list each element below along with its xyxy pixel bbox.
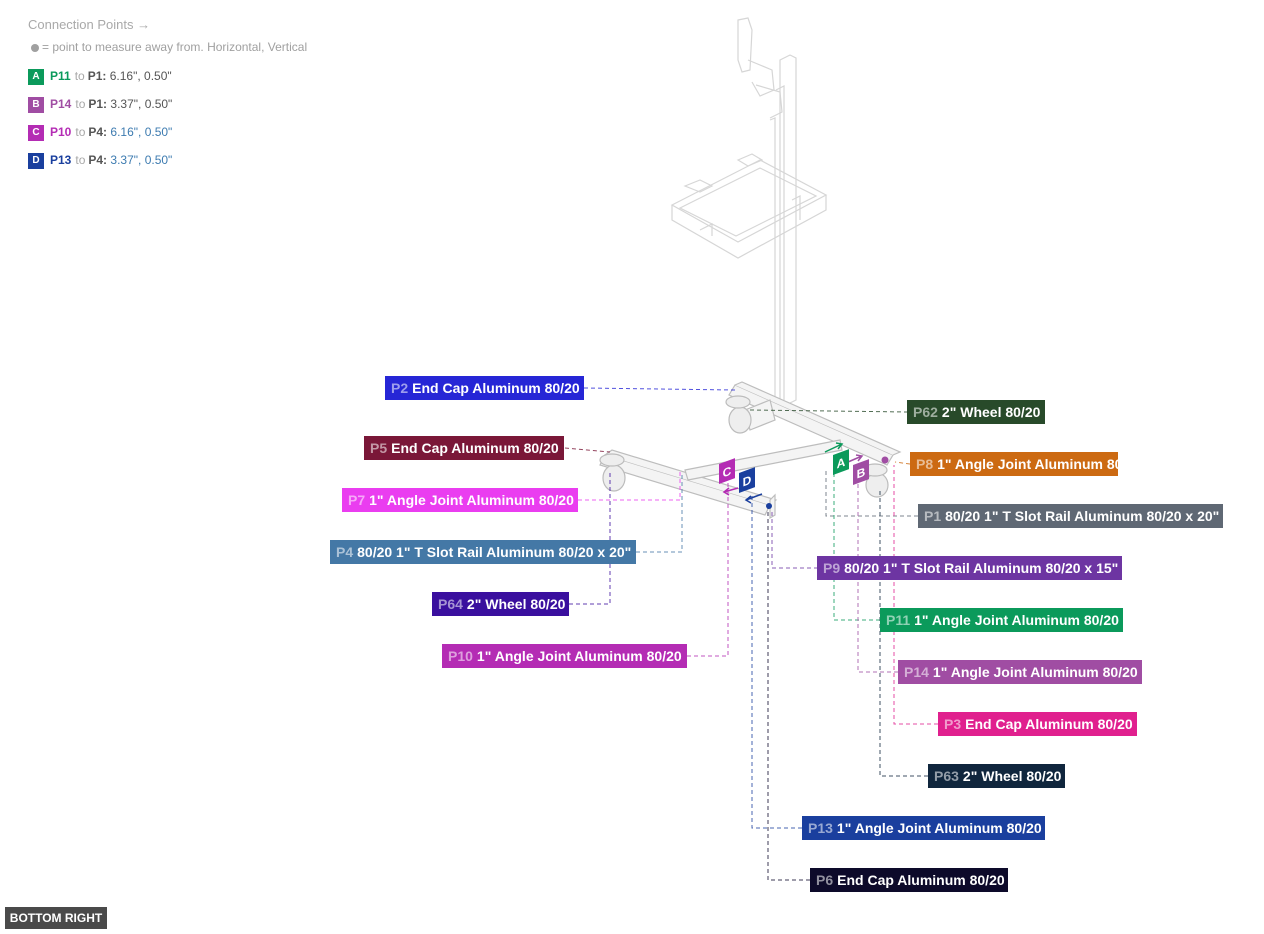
marker-letter: D: [743, 473, 752, 490]
part-id: P3: [944, 716, 962, 732]
connection-badge: A: [28, 69, 44, 85]
part-id: P1: [924, 508, 942, 524]
legend-target: P1:: [87, 69, 107, 84]
legend-part-id: P11: [50, 69, 71, 84]
part-id: P11: [886, 612, 911, 628]
marker-letter: C: [723, 464, 732, 481]
legend-to: to: [75, 97, 86, 112]
part-name: End Cap Aluminum 80/20: [837, 872, 1005, 888]
part-name: 1" Angle Joint Aluminum 80/20: [914, 612, 1119, 628]
legend-note-text: = point to measure away from. Horizontal…: [42, 40, 308, 54]
legend-part-id: P14: [50, 97, 72, 112]
legend-to: to: [74, 69, 85, 84]
part-name: 2" Wheel 80/20: [466, 596, 566, 612]
part-name: 2" Wheel 80/20: [941, 404, 1041, 420]
measure-point-p1: [881, 456, 889, 464]
marker-c: C: [719, 458, 735, 484]
legend-part-id: P10: [50, 125, 72, 140]
connection-badge: C: [28, 125, 44, 141]
upper-assembly: [670, 17, 828, 406]
measure-point-p4: [766, 503, 772, 509]
part-id: P62: [913, 404, 938, 420]
part-id: P64: [438, 596, 463, 612]
part-id: P8: [916, 456, 934, 472]
part-name: End Cap Aluminum 80/20: [412, 380, 580, 396]
legend-value: 3.37", 0.50": [110, 153, 173, 168]
part-id: P7: [348, 492, 366, 508]
legend-to: to: [75, 153, 86, 168]
legend-target: P1:: [88, 97, 108, 112]
part-id: P63: [934, 768, 959, 784]
part-name: End Cap Aluminum 80/20: [391, 440, 559, 456]
part-name: 2" Wheel 80/20: [962, 768, 1062, 784]
part-id: P10: [448, 648, 473, 664]
marker-letter: B: [857, 465, 866, 482]
legend-target: P4:: [88, 125, 108, 140]
legend-value: 6.16", 0.50": [109, 69, 172, 84]
part-id: P4: [336, 544, 354, 560]
part-name: 1" Angle Joint Aluminum 80/20: [932, 664, 1138, 680]
legend-value: 3.37", 0.50": [110, 97, 173, 112]
base-frame: [599, 381, 902, 520]
measure-point-dot-icon: [31, 43, 39, 52]
legend-part-id: P13: [50, 153, 72, 168]
part-name: 80/20 1" T Slot Rail Aluminum 80/20 x 20…: [357, 544, 632, 560]
part-id: P13: [808, 820, 833, 836]
part-name: End Cap Aluminum 80/20: [965, 716, 1133, 732]
marker-d: D: [739, 467, 755, 493]
connection-badge: D: [28, 153, 44, 169]
legend-note: = point to measure away from. Horizontal…: [28, 40, 307, 54]
part-name: 1" Angle Joint Aluminum 80/20: [937, 456, 1142, 472]
connection-points-legend: Connection Points → = point to measure a…: [28, 17, 307, 169]
part-name: 1" Angle Joint Aluminum 80/20: [369, 492, 574, 508]
leader-lines: [564, 387, 938, 881]
measurement-arrows: [722, 442, 864, 504]
connection-badge: B: [28, 97, 44, 113]
part-id: P2: [391, 380, 409, 396]
marker-b: B: [853, 459, 869, 485]
marker-a: A: [833, 449, 849, 475]
legend-target: P4:: [88, 153, 108, 168]
part-name: 1" Angle Joint Aluminum 80/20: [836, 820, 1042, 836]
legend-to: to: [75, 125, 86, 140]
part-id: P5: [370, 440, 388, 456]
view-label: BOTTOM RIGHT: [5, 907, 107, 929]
marker-letter: A: [837, 455, 846, 472]
legend-value: 6.16", 0.50": [110, 125, 173, 140]
part-name: 80/20 1" T Slot Rail Aluminum 80/20 x 15…: [844, 560, 1119, 576]
part-id: P6: [816, 872, 834, 888]
connection-markers: AB CD: [719, 449, 869, 493]
part-name: 1" Angle Joint Aluminum 80/20: [476, 648, 682, 664]
legend-title: Connection Points →: [28, 17, 151, 32]
part-id: P9: [823, 560, 841, 576]
part-name: 80/20 1" T Slot Rail Aluminum 80/20 x 20…: [945, 508, 1220, 524]
part-id: P14: [904, 664, 929, 680]
